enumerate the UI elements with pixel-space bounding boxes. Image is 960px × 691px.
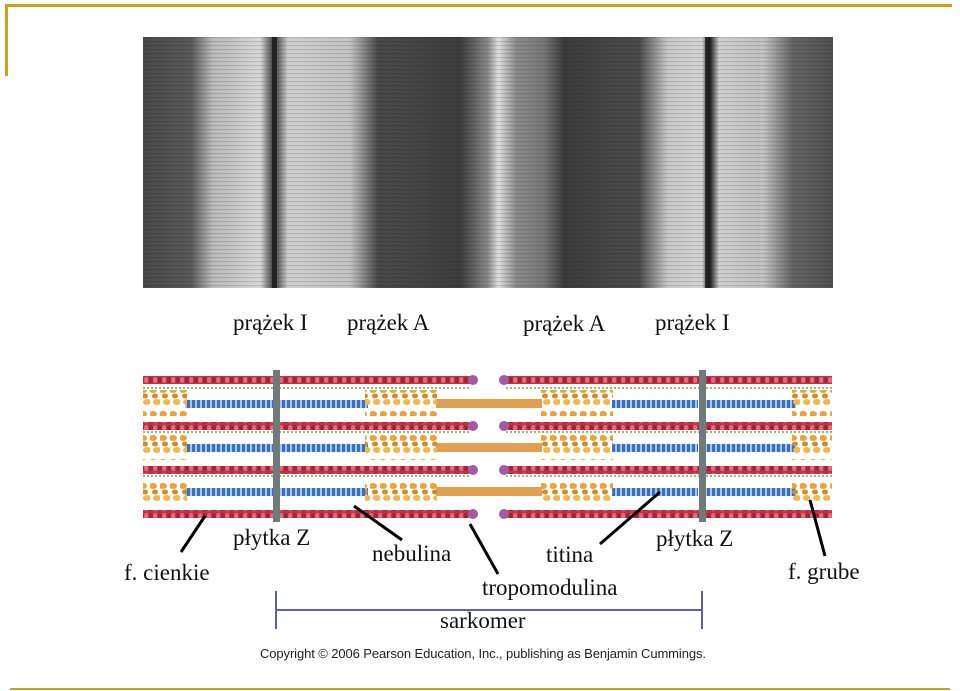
thick-filament-bare-zone [436,399,542,496]
label-thin-filaments: f. cienkie [124,561,210,584]
label-tropomodulin: tropomodulina [482,576,617,599]
label-a-band-right: prążek A [523,312,605,335]
z-disc-right [699,370,706,522]
label-a-band-left: prążek A [347,311,429,334]
copyright-notice: Copyright © 2006 Pearson Education, Inc.… [260,646,706,661]
label-z-disc-left: płytka Z [233,526,310,549]
label-z-disc-right: płytka Z [656,527,733,550]
z-disc-left [273,370,280,522]
label-i-band-right: prążek I [655,311,730,334]
label-titin: titina [546,543,593,566]
label-thick-filaments: f. grube [788,560,860,583]
label-nebulin: nebulina [372,542,451,565]
label-i-band-left: prążek I [233,311,308,334]
label-sarcomere: sarkomer [440,609,526,632]
filament-rows [143,370,832,522]
